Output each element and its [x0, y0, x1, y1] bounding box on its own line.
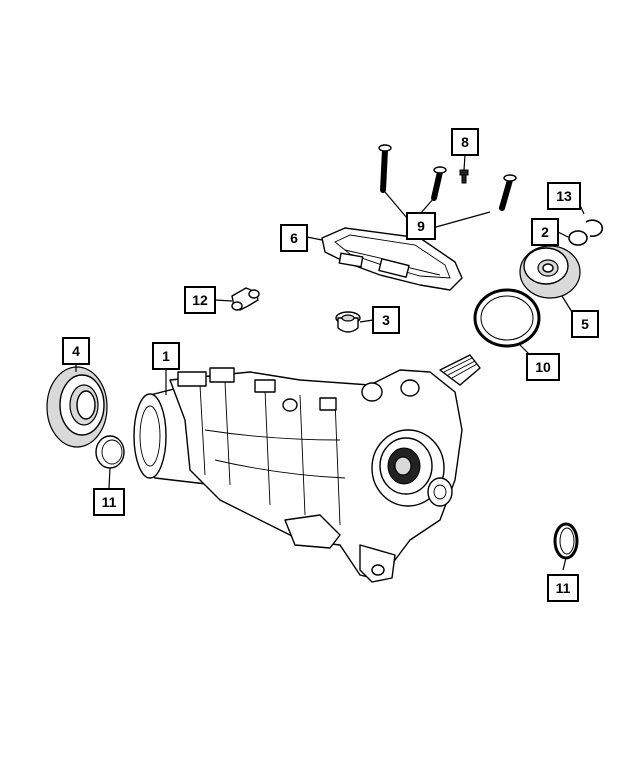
- callout-10-label: 10: [535, 359, 551, 375]
- screw-8: [459, 169, 469, 184]
- callout-10: 10: [526, 353, 560, 381]
- callout-11-left: 11: [93, 488, 125, 516]
- o-ring-2: [568, 230, 588, 246]
- ring-seal-11-right: [553, 522, 579, 560]
- callout-3-label: 3: [382, 312, 390, 328]
- callout-13: 13: [547, 182, 581, 210]
- cover-plate-6: [321, 227, 463, 291]
- callout-8: 8: [451, 128, 479, 156]
- callout-1-label: 1: [162, 348, 170, 364]
- callout-5-label: 5: [581, 316, 589, 332]
- callout-13-label: 13: [556, 188, 572, 204]
- axle-seal-4: [46, 366, 108, 448]
- callout-6-label: 6: [290, 230, 298, 246]
- plug-3: [335, 311, 361, 333]
- callout-3: 3: [372, 306, 400, 334]
- bolt-9-b: [431, 166, 447, 201]
- bolt-9-a: [378, 144, 392, 193]
- callout-1: 1: [152, 342, 180, 370]
- retaining-ring-13: [585, 219, 604, 238]
- bolt-9-c: [499, 174, 517, 211]
- front-axle-housing-1: [133, 354, 481, 583]
- callout-12: 12: [184, 286, 216, 314]
- leader-lines: [75, 154, 585, 571]
- seal-10: [473, 288, 541, 348]
- callout-9-label: 9: [417, 218, 425, 234]
- callout-6: 6: [280, 224, 308, 252]
- callout-2: 2: [531, 218, 559, 246]
- callout-4-label: 4: [72, 343, 80, 359]
- callout-12-label: 12: [192, 292, 208, 308]
- callout-2-label: 2: [541, 224, 549, 240]
- callout-4: 4: [62, 337, 90, 365]
- flange-5: [519, 245, 581, 299]
- callout-9: 9: [406, 212, 436, 240]
- callout-5: 5: [571, 310, 599, 338]
- callout-11-right-label: 11: [556, 580, 571, 596]
- cup-plug-11-left: [95, 435, 125, 469]
- callout-11-right: 11: [547, 574, 579, 602]
- callout-11-left-label: 11: [102, 494, 117, 510]
- fitting-12: [231, 287, 260, 311]
- callout-8-label: 8: [461, 134, 469, 150]
